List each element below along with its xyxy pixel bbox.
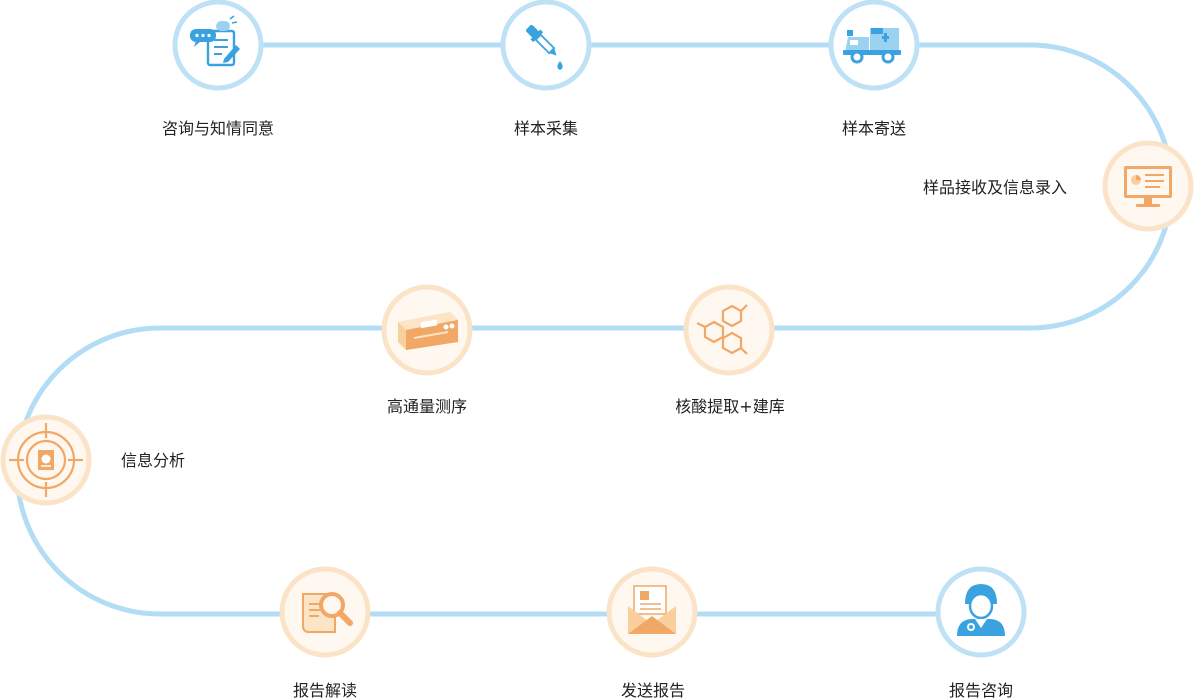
delivery-truck-icon (843, 28, 901, 64)
report-search-icon (302, 592, 353, 633)
step-label-sequencing: 高通量测序 (387, 397, 467, 416)
doctor-icon (957, 584, 1005, 636)
step-label-interpretation: 报告解读 (293, 681, 357, 700)
sequencer-icon (398, 312, 458, 350)
step-label-collection: 样本采集 (514, 119, 578, 138)
monitor-icon (1124, 166, 1172, 207)
step-icons (9, 15, 1172, 636)
step-label-counseling: 报告咨询 (949, 681, 1013, 700)
consent-form-icon (190, 15, 240, 67)
step-label-delivery: 发送报告 (621, 681, 685, 700)
target-icon (9, 423, 83, 497)
step-labels: 咨询与知情同意 样本采集 样本寄送 样品接收及信息录入 核酸提取+建库 高通量测… (121, 119, 1067, 700)
step-label-consent: 咨询与知情同意 (162, 119, 274, 138)
envelope-icon (628, 585, 676, 634)
step-label-analysis: 信息分析 (121, 451, 185, 470)
step-label-extraction: 核酸提取+建库 (675, 397, 784, 416)
step-label-shipping: 样本寄送 (842, 119, 906, 138)
node-extraction (683, 284, 775, 376)
flow-path (14, 42, 1174, 617)
molecule-icon (696, 304, 748, 355)
dropper-icon (525, 24, 563, 70)
step-label-reception: 样品接收及信息录入 (923, 178, 1067, 197)
